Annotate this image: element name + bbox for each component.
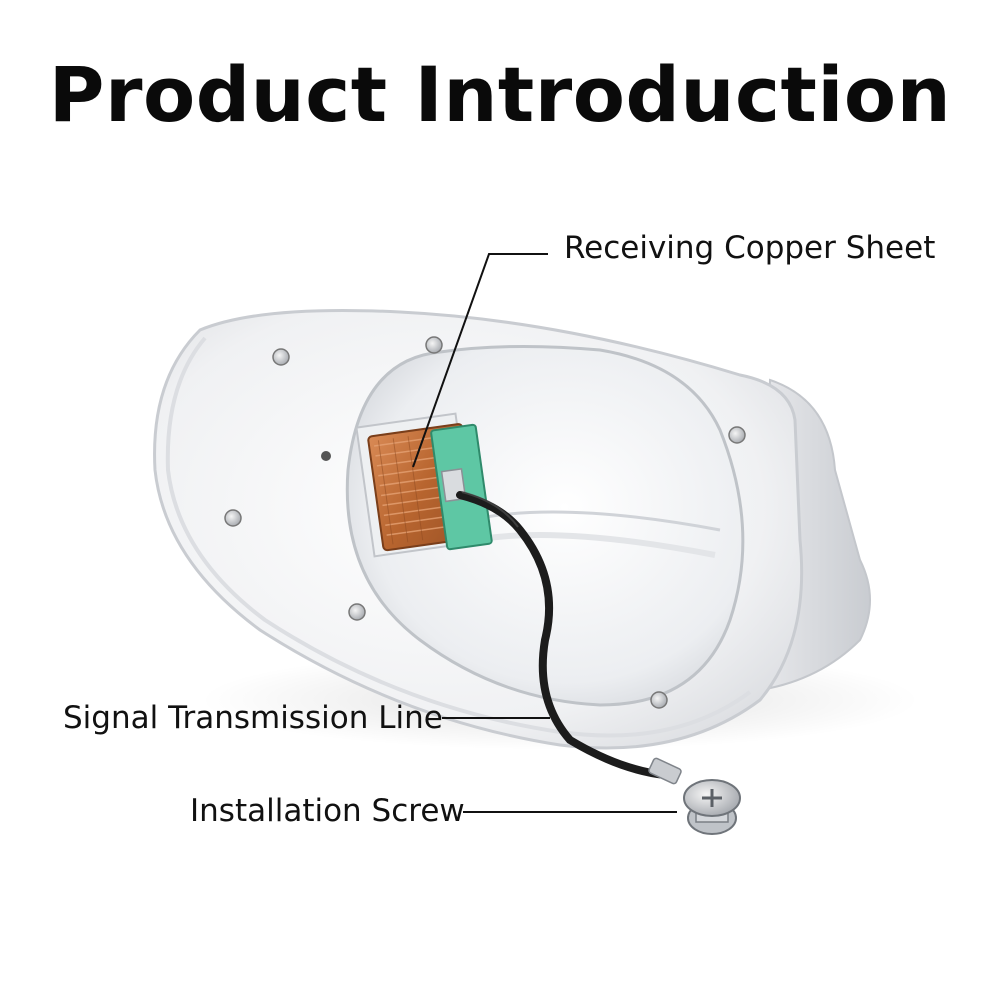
connector-block [430, 423, 493, 551]
shell-rim [165, 336, 752, 738]
page-title: Product Introduction [48, 50, 952, 139]
copper-leader-line [412, 253, 548, 468]
cavity-shelf [469, 510, 721, 532]
signal-cable [456, 491, 669, 779]
installation-screw [683, 779, 741, 835]
copper-sheet-label: Receiving Copper Sheet [564, 230, 936, 266]
cavity-shelf-highlight [474, 532, 716, 558]
signal-line-label: Signal Transmission Line [63, 700, 443, 736]
installation-screw-label: Installation Screw [190, 793, 465, 829]
cable-terminal [648, 757, 682, 785]
shell-screw-icon [224, 336, 746, 709]
